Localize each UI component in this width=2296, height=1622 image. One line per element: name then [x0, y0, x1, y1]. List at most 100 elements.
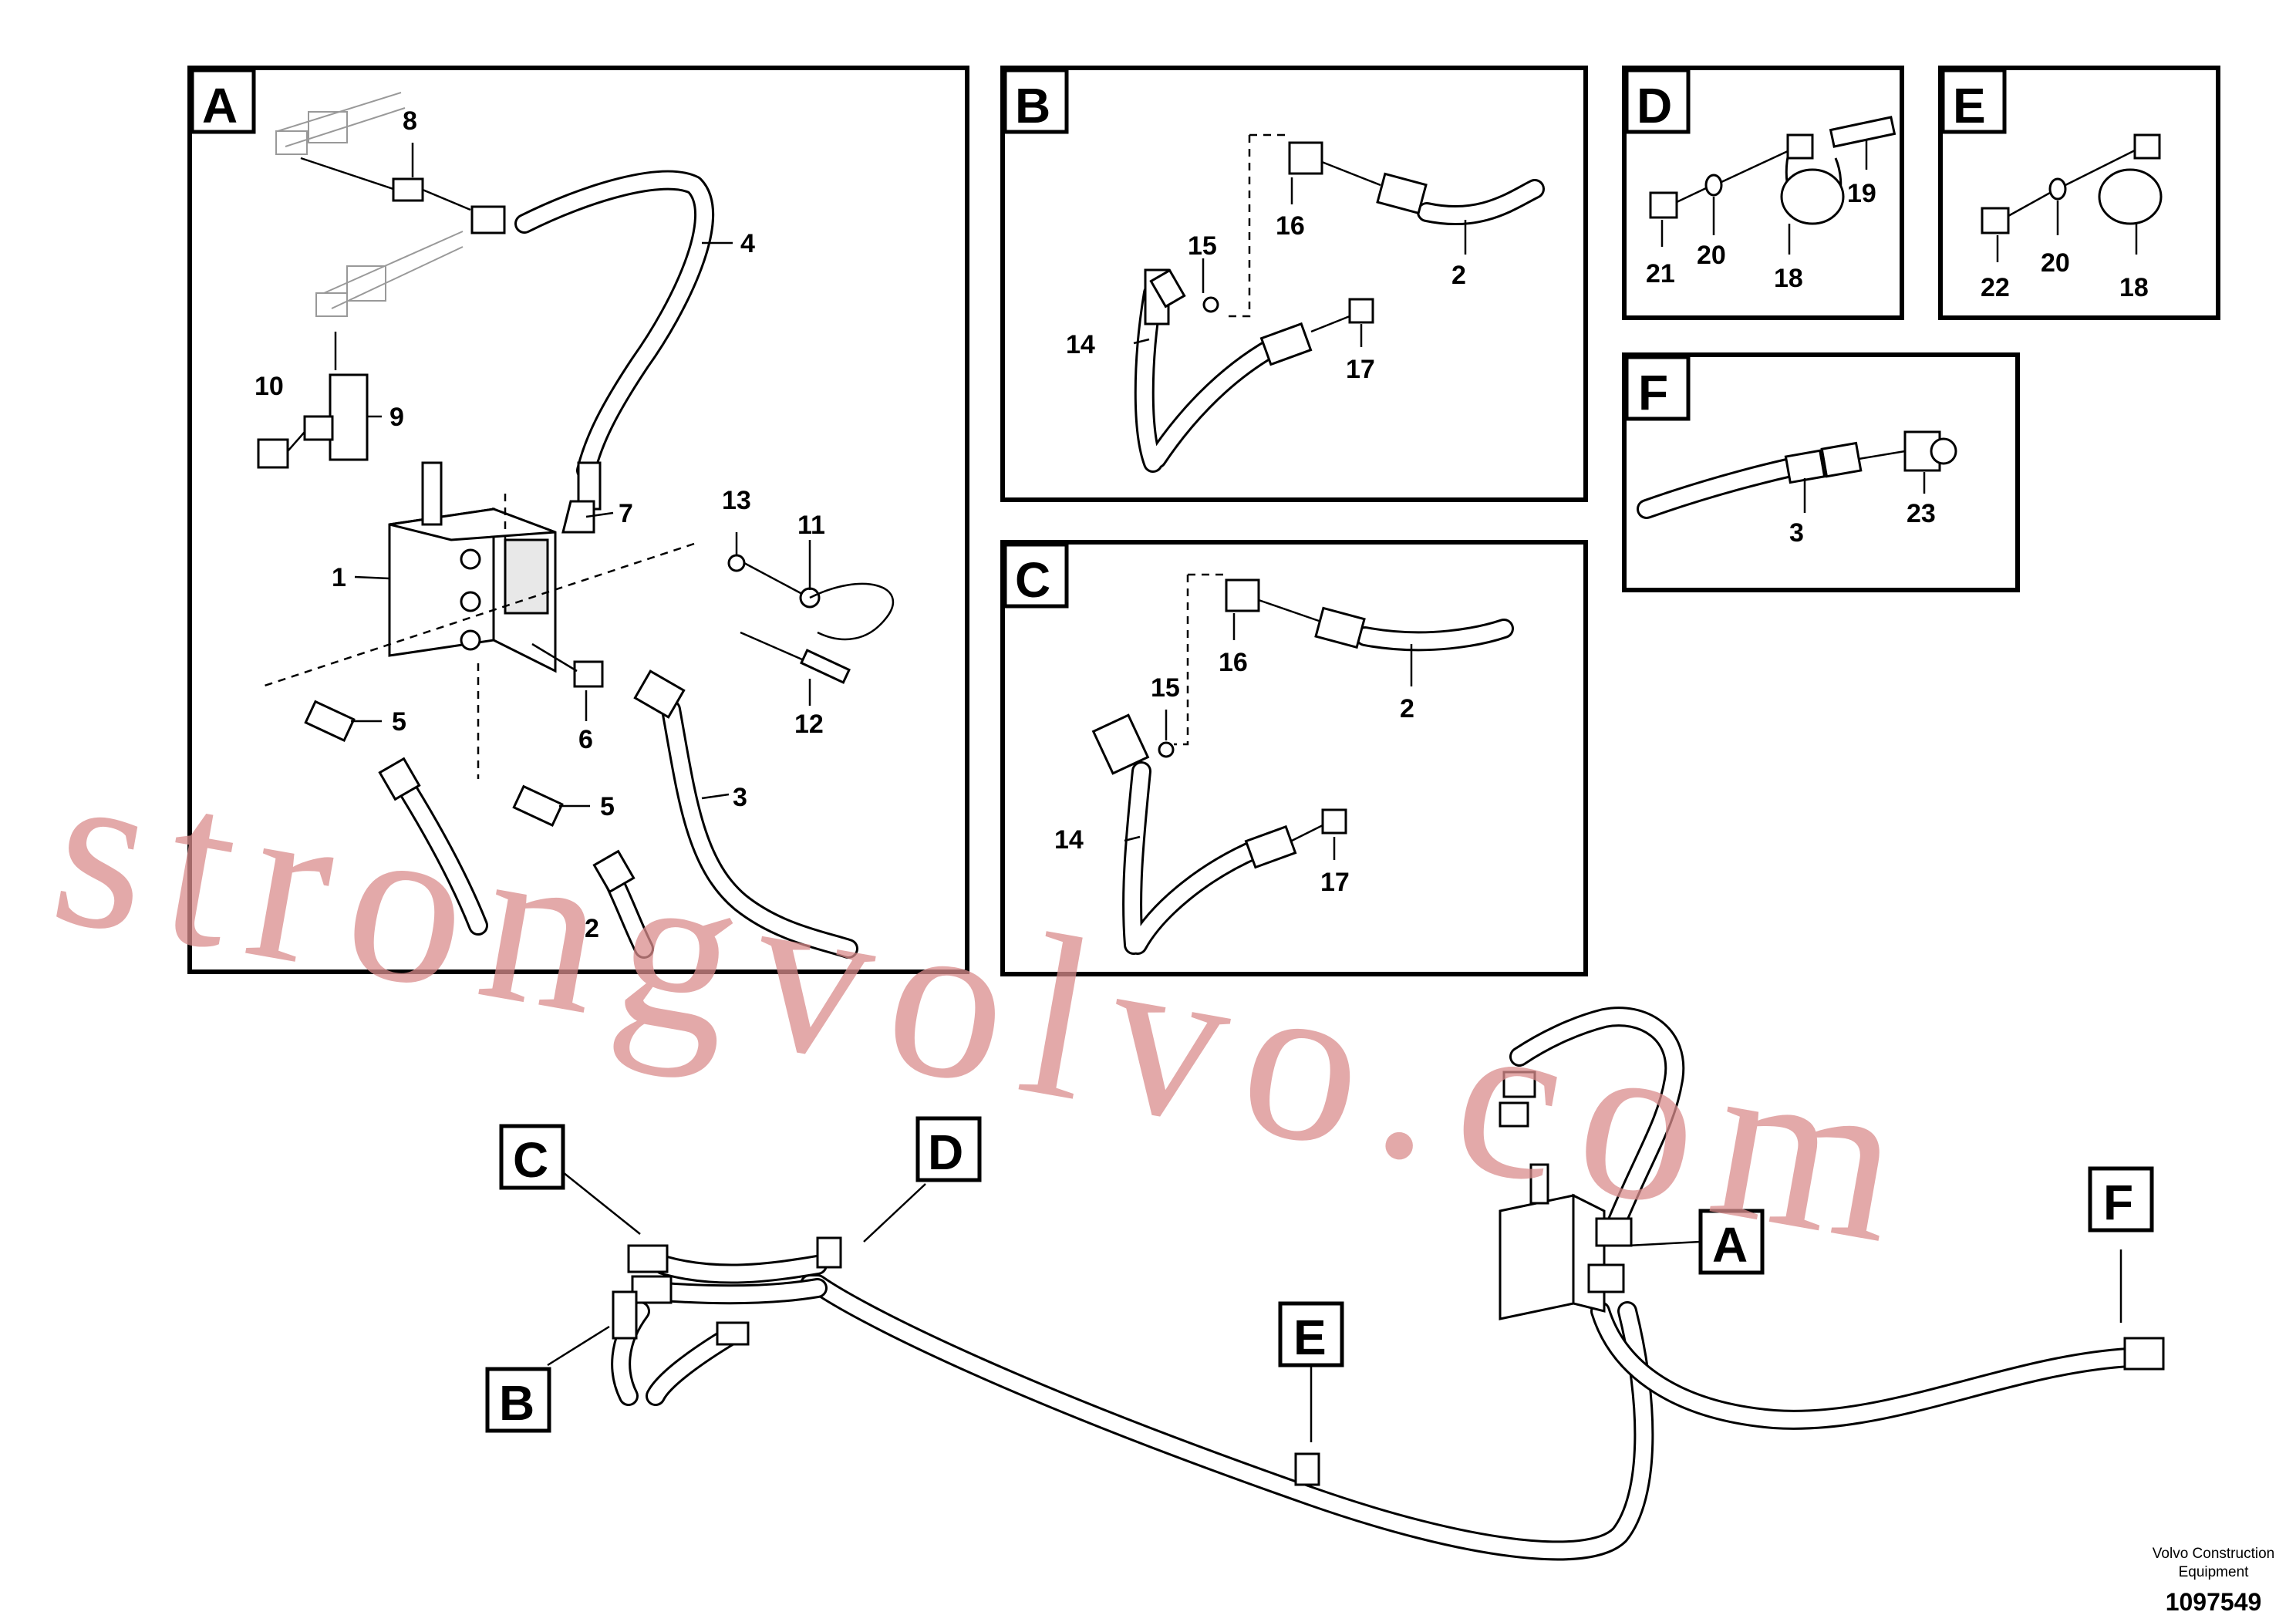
detail-b: B 2 14 15 16 17: [1000, 66, 1588, 502]
oring-15-b: [1202, 296, 1219, 313]
callout-10: 10: [255, 372, 284, 401]
drawing-number: 1097549: [2166, 1588, 2262, 1616]
clamp-18-e-tab: [2133, 133, 2161, 160]
hose-3: [633, 669, 858, 959]
detail-f: F 3 23: [1622, 352, 2020, 592]
hose-14-c: [1091, 713, 1297, 955]
callout-2-c: 2: [1400, 694, 1414, 723]
overview-tag-e: E: [1293, 1310, 1327, 1365]
detail-d: D 19 21 20 18: [1622, 66, 1904, 320]
callout-16-b: 16: [1276, 211, 1305, 241]
callout-22: 22: [1981, 273, 2010, 302]
callout-5b: 5: [600, 792, 615, 821]
callout-11: 11: [797, 511, 825, 540]
coupling-c1: [627, 1244, 669, 1273]
callout-3-f: 3: [1789, 518, 1804, 548]
clamp-d: [816, 1236, 842, 1269]
overview-tag-c: C: [513, 1132, 548, 1188]
callout-15-c: 15: [1151, 673, 1180, 703]
washer-20-e: [2048, 177, 2067, 201]
hose-2-c: [1314, 606, 1514, 652]
coupling-c2: [631, 1275, 673, 1304]
washer-13: [727, 554, 746, 572]
callout-9: 9: [389, 403, 404, 432]
callout-14-c: 14: [1054, 825, 1084, 855]
overview-assembly: C B D E A F: [485, 1007, 2165, 1561]
cap-17-b: [1348, 298, 1374, 324]
callout-1: 1: [332, 563, 346, 592]
fitting-6: [573, 660, 604, 688]
callout-18-d: 18: [1774, 264, 1803, 293]
overview-tag-a: A: [1712, 1217, 1748, 1273]
adapter-16-b: [1288, 141, 1323, 175]
nut-hose-4: [470, 205, 506, 234]
callout-21: 21: [1646, 259, 1675, 288]
callout-2: 2: [585, 914, 599, 943]
valve-block-overview: [1499, 1071, 1633, 1320]
overview-tag-d: D: [928, 1125, 963, 1180]
cap-17-c: [1321, 808, 1347, 835]
detail-c-tag: C: [1015, 552, 1050, 608]
tee-9-side: [303, 415, 334, 441]
watermark: strongvolvo.com: [38, 715, 1939, 1295]
hose-3-f: [1637, 441, 1863, 519]
detail-c: C 2 14 15 16 17: [1000, 540, 1588, 976]
hose-4: [514, 170, 715, 481]
overview-tag-f: F: [2103, 1175, 2133, 1230]
callout-23: 23: [1907, 499, 1936, 528]
main-pipes: [611, 1007, 2139, 1561]
adapter-8: [392, 177, 424, 202]
fitting-f: [2123, 1337, 2165, 1371]
callout-7: 7: [619, 499, 633, 528]
detail-a: A: [187, 66, 969, 974]
callout-20-e: 20: [2041, 248, 2070, 278]
hose-2-a: [378, 757, 654, 959]
bolt-12: [800, 649, 851, 684]
fitting-5a: [304, 700, 356, 742]
footer: Volvo Construction Equipment 1097549: [2153, 1546, 2274, 1616]
callout-17-c: 17: [1320, 868, 1350, 897]
footer-company-line2: Equipment: [2179, 1564, 2250, 1580]
washer-20-d: [1704, 174, 1723, 197]
clamp-18-d-tab: [1786, 133, 1814, 160]
elbow-23: [1903, 430, 1941, 472]
clamp-18-d-ring: [1780, 168, 1845, 225]
nut-21: [1649, 191, 1678, 219]
fitting-5b: [512, 784, 564, 827]
callout-8: 8: [403, 106, 417, 136]
valve-block-1: [388, 461, 557, 673]
elbow-7: [561, 500, 595, 534]
detail-f-tag: F: [1638, 365, 1668, 420]
hose-14-b: [1134, 268, 1313, 473]
coupling-b: [612, 1290, 638, 1340]
hose-2-b: [1376, 172, 1545, 225]
callout-2-b: 2: [1451, 261, 1466, 290]
plug-10: [257, 438, 289, 469]
detail-e: E 22 20 18: [1938, 66, 2220, 320]
clamp-18-e: [2098, 168, 2163, 225]
coupling-b2: [716, 1321, 750, 1346]
callout-6: 6: [578, 725, 593, 754]
callout-19: 19: [1847, 179, 1876, 208]
callout-13: 13: [722, 486, 751, 515]
callout-14-b: 14: [1066, 330, 1095, 359]
context-pipes: [275, 92, 464, 317]
oring-15-c: [1158, 741, 1175, 758]
callout-3: 3: [733, 783, 747, 812]
tee-9: [329, 373, 369, 461]
detail-a-tag: A: [202, 78, 238, 133]
callout-5a: 5: [392, 707, 406, 737]
callout-17-b: 17: [1346, 355, 1375, 384]
adapter-16-c: [1225, 578, 1260, 612]
bolt-19: [1829, 116, 1896, 148]
footer-company-line1: Volvo Construction: [2153, 1546, 2274, 1562]
callout-4: 4: [740, 229, 755, 258]
elbow-23-port: [1930, 437, 1957, 465]
callout-20-d: 20: [1697, 241, 1726, 270]
detail-b-tag: B: [1015, 78, 1050, 133]
screw-22: [1981, 207, 2010, 234]
callout-12: 12: [794, 710, 824, 739]
clamp-e: [1294, 1452, 1320, 1486]
detail-e-tag: E: [1953, 78, 1986, 133]
